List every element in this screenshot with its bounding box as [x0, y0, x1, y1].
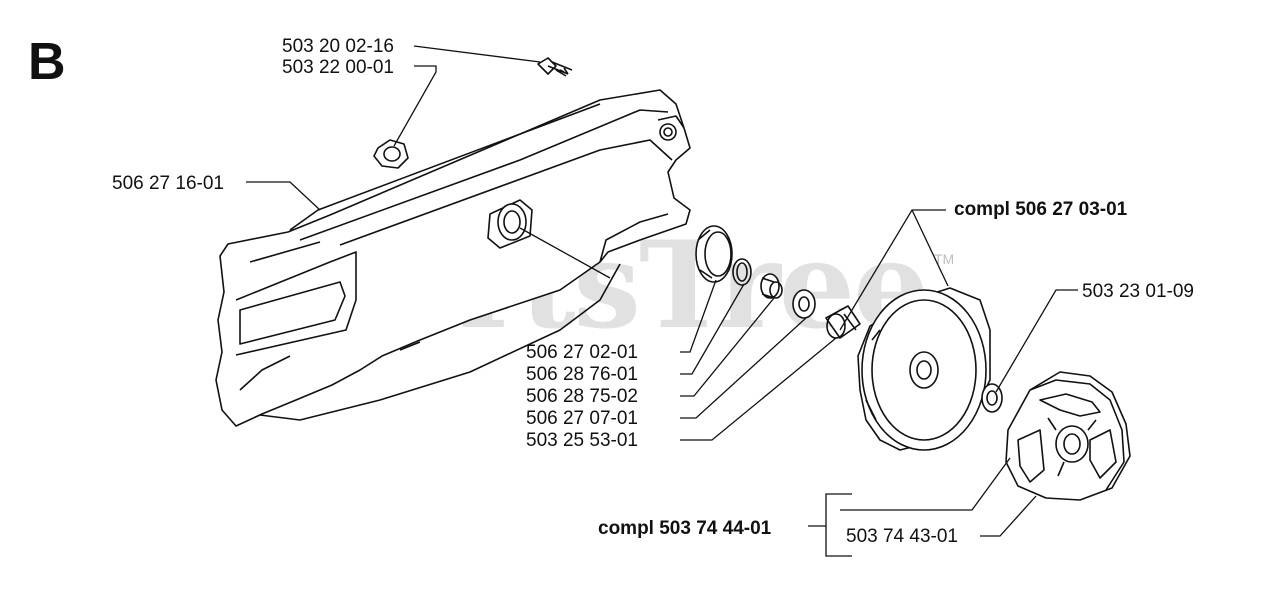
clutch-part — [1005, 371, 1131, 501]
label-sprocket-rim: 506 27 02-01 — [526, 342, 638, 363]
label-screw: 503 20 02-16 — [282, 36, 394, 57]
screw-part — [537, 57, 573, 77]
label-drum-compl: compl 506 27 03-01 — [954, 199, 1128, 220]
label-washer: 506 27 07-01 — [526, 408, 638, 429]
leader-screw — [413, 45, 541, 63]
watermark-trademark: TM — [934, 251, 955, 267]
leader-needle-bearing — [680, 337, 837, 441]
leader-clutch-compl — [840, 457, 1011, 511]
bracket-clutch-compl — [808, 493, 852, 557]
clutch-cover-part — [215, 89, 691, 427]
label-lock-ring: 506 28 76-01 — [526, 364, 638, 385]
label-clutch: 503 74 43-01 — [846, 526, 958, 547]
label-bushing: 506 28 75-02 — [526, 386, 638, 407]
leader-clutch — [980, 495, 1037, 537]
leader-clutch-cover — [246, 181, 321, 211]
leader-nut — [393, 65, 437, 147]
sprocket-rim-part — [695, 225, 733, 283]
bushing-part — [760, 273, 783, 299]
clutch-drum-part — [857, 287, 991, 451]
leader-sprocket-rim — [680, 279, 717, 353]
nut-part — [373, 139, 409, 169]
leader-post — [519, 227, 611, 279]
washer-right-part — [981, 383, 1003, 413]
leader-lock-ring — [680, 283, 745, 375]
label-nut: 503 22 00-01 — [282, 57, 394, 78]
section-letter: B — [28, 33, 66, 91]
leader-washer — [680, 317, 807, 419]
label-clutch-compl: compl 503 74 44-01 — [598, 518, 772, 539]
label-washer-right: 503 23 01-09 — [1082, 281, 1194, 302]
needle-bearing-part — [825, 305, 861, 339]
label-clutch-cover: 506 27 16-01 — [112, 173, 224, 194]
leader-washer-right — [995, 289, 1078, 393]
leader-drum-2 — [911, 209, 949, 287]
lock-ring-part — [732, 258, 752, 286]
label-needle-bearing: 503 25 53-01 — [526, 430, 638, 451]
leader-bushing — [680, 297, 775, 397]
washer-part — [792, 289, 816, 319]
